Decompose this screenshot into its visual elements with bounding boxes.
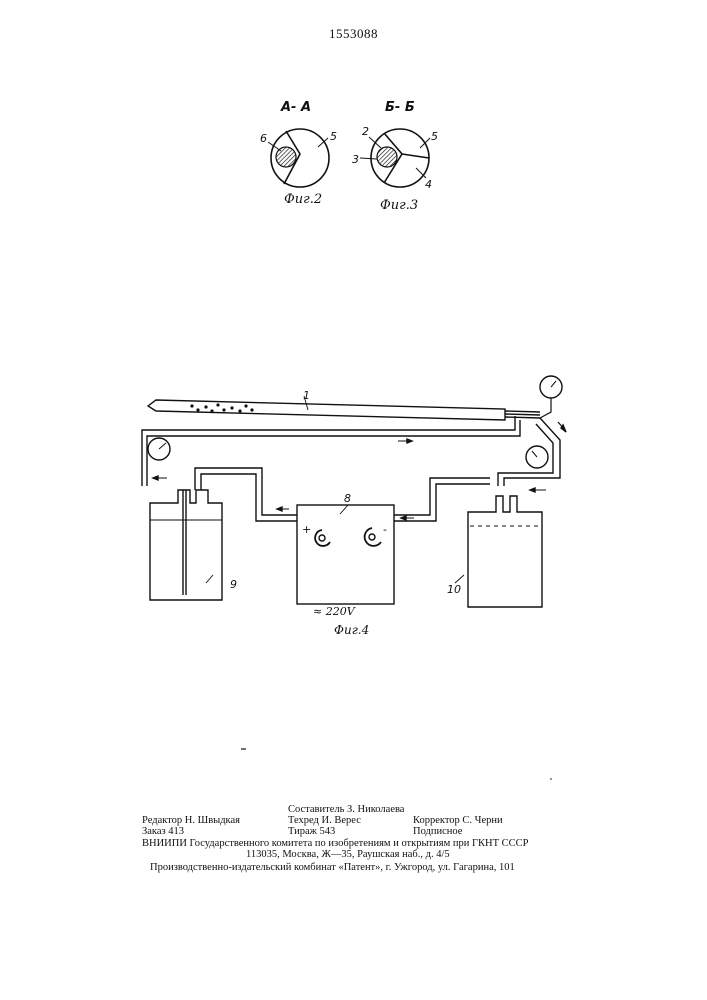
fig2-cross-section — [268, 129, 329, 187]
minus-sign: - — [383, 523, 387, 536]
label-power-unit-8: 8 — [344, 492, 351, 505]
fig4-caption: Фиг.4 — [334, 623, 369, 637]
fig3-cross-section — [360, 129, 430, 187]
imprint-compiler: Составитель З. Николаева — [288, 804, 404, 815]
imprint-order: Заказ 413 — [142, 826, 184, 837]
power-unit-8 — [297, 505, 394, 604]
imprint-vniipi: ВНИИПИ Государственного комитета по изоб… — [142, 838, 529, 849]
plus-sign: + — [302, 523, 311, 536]
tank-10 — [468, 496, 542, 607]
tube-1 — [148, 400, 505, 420]
bubbles — [190, 403, 253, 412]
imprint-address: 113035, Москва, Ж—35, Раушская наб., д. … — [246, 849, 450, 860]
imprint-printer: Производственно-издательский комбинат «П… — [150, 862, 515, 873]
imprint-circulation: Тираж 543 — [288, 826, 335, 837]
imprint-corrector: Корректор С. Черни — [413, 815, 503, 826]
voltage-label: ≈ 220V — [313, 605, 355, 618]
label-tank-9: 9 — [230, 578, 237, 591]
label-tank-10: 10 — [447, 583, 461, 596]
imprint-editor: Редактор Н. Швыдкая — [142, 815, 240, 826]
imprint-techred: Техред И. Верес — [288, 815, 361, 826]
fig4-apparatus — [142, 376, 566, 607]
label-tube-1: 1 — [303, 389, 310, 402]
imprint-subscription: Подписное — [413, 826, 462, 837]
